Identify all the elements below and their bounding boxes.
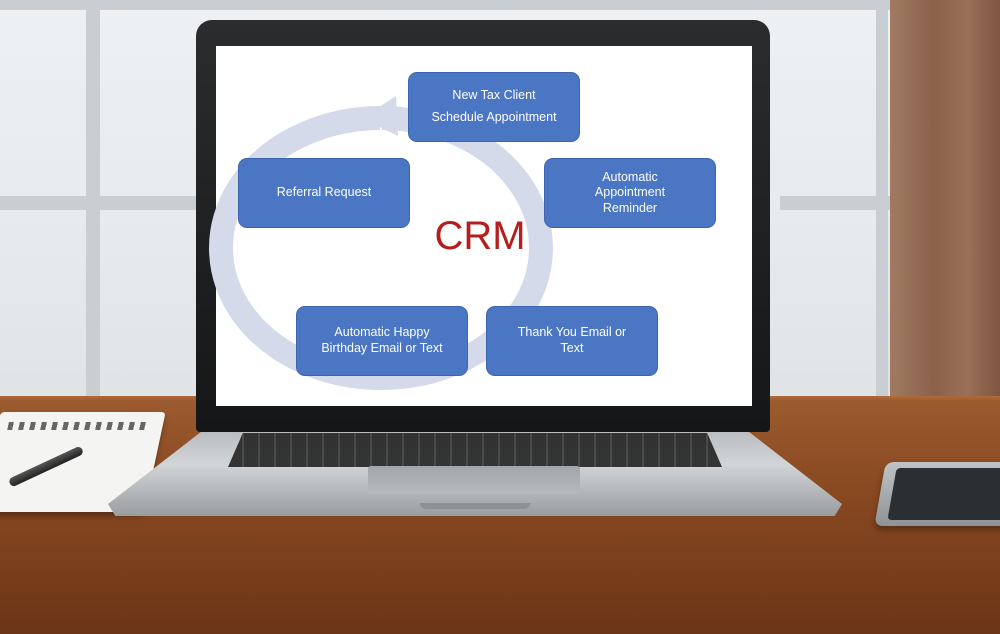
laptop-trackpad [368,466,580,494]
node-line: Thank You Email or [517,325,627,340]
node-line: New Tax Client [452,88,536,103]
crm-center-label: CRM [434,214,526,258]
brick-wall [890,0,1000,410]
node-line: Referral Request [276,185,372,200]
laptop-keyboard [228,433,722,467]
node-thank-you: Thank You Email or Text [486,306,658,376]
window-mullion-right [876,0,888,410]
node-line: Schedule Appointment [431,110,557,124]
node-new-tax-client: New Tax Client Schedule Appointment [408,72,580,142]
window-transom-left [0,196,200,210]
laptop-notch [420,503,530,509]
window-transom-right [780,196,890,210]
node-referral-request: Referral Request [238,158,410,228]
window-frame-top [0,0,1000,10]
cycle-arrowhead-icon [362,96,398,136]
node-line: Reminder [602,200,658,215]
node-line: Automatic [602,169,658,184]
node-line: Appointment [594,185,666,200]
node-line: Automatic Happy [334,325,430,340]
node-line: Birthday Email or Text [321,341,443,355]
node-line: Text [560,341,584,355]
node-happy-birthday: Automatic Happy Birthday Email or Text [296,306,468,376]
node-appointment-reminder: Automatic Appointment Reminder [544,158,716,228]
